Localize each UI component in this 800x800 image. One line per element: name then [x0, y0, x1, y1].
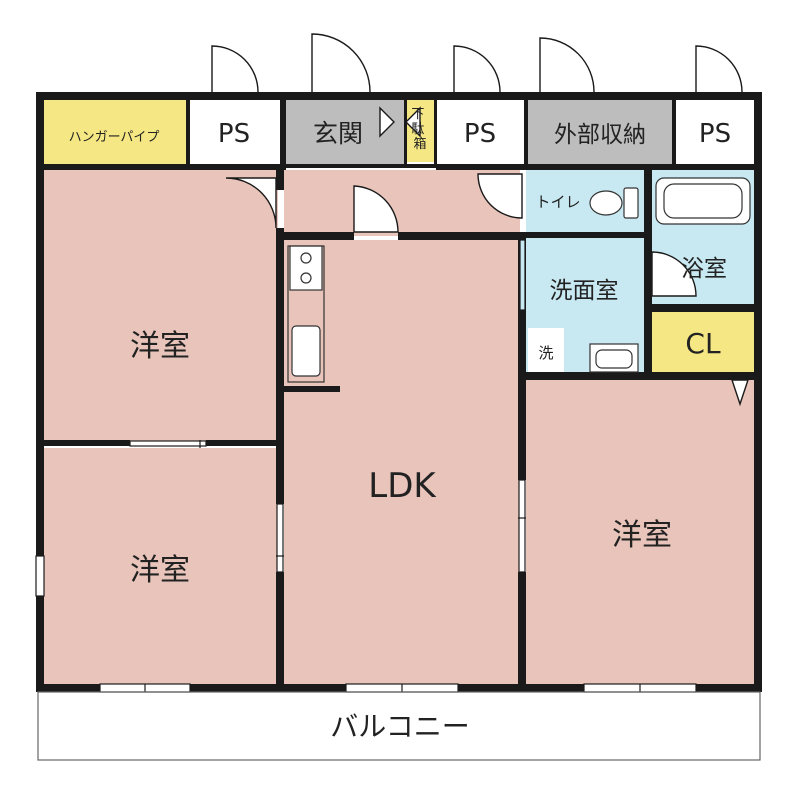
label-hanger-pipe: ハンガーパイプ	[69, 130, 160, 145]
kitchen-counter	[287, 245, 325, 383]
door-swings	[211, 33, 749, 407]
label-toilet: トイレ	[535, 193, 580, 211]
label-youshitsu-lower-left: 洋室	[130, 553, 190, 588]
label-cl: CL	[685, 327, 721, 360]
label-sen: 洗	[538, 344, 553, 362]
ps-box-3	[674, 100, 756, 164]
label-balcony: バルコニー	[330, 710, 469, 743]
balcony-area	[38, 692, 760, 760]
getabako-char-3: 箱	[413, 136, 426, 152]
label-senmenshitsu: 洗面室	[550, 278, 619, 304]
youshitsu-upper-left-area	[42, 170, 278, 442]
hanger-pipe-area	[42, 100, 186, 170]
walls	[36, 92, 762, 692]
balcony-outline	[37, 691, 761, 761]
windows	[35, 239, 697, 693]
ps-box-2	[436, 100, 524, 164]
label-gaibu-shuno: 外部収納	[554, 122, 646, 148]
cl-closet	[650, 312, 756, 372]
label-yokushitsu: 浴室	[681, 256, 727, 282]
label-ldk: LDK	[368, 466, 437, 506]
ldk-area	[284, 240, 520, 686]
kitchen-sink	[291, 325, 321, 377]
label-getabako: 下 駄 箱	[411, 107, 428, 152]
room-fills	[38, 100, 760, 760]
label-youshitsu-right: 洋室	[612, 518, 672, 553]
label-ps-3: PS	[699, 119, 731, 149]
label-ps-1: PS	[218, 119, 250, 149]
label-youshitsu-upper-left: 洋室	[130, 329, 190, 364]
getabako-char-1: 下	[411, 107, 424, 122]
getabako-char-2: 駄	[411, 122, 424, 137]
washer-area	[528, 328, 564, 372]
gaibu-shuno-area	[528, 100, 672, 164]
fixtures	[287, 177, 751, 383]
bathtub	[655, 177, 751, 225]
label-ps-2: PS	[464, 119, 496, 149]
ps-box-1	[190, 100, 280, 164]
youshitsu-lower-left-area	[42, 448, 278, 686]
label-genkan: 玄関	[313, 119, 363, 148]
labels: ハンガーパイプ PS 玄関 下 駄 箱 PS 外部収納 PS トイレ 浴室 洗面…	[69, 107, 732, 743]
washbasin	[589, 343, 639, 373]
youshitsu-right-area	[526, 380, 756, 686]
